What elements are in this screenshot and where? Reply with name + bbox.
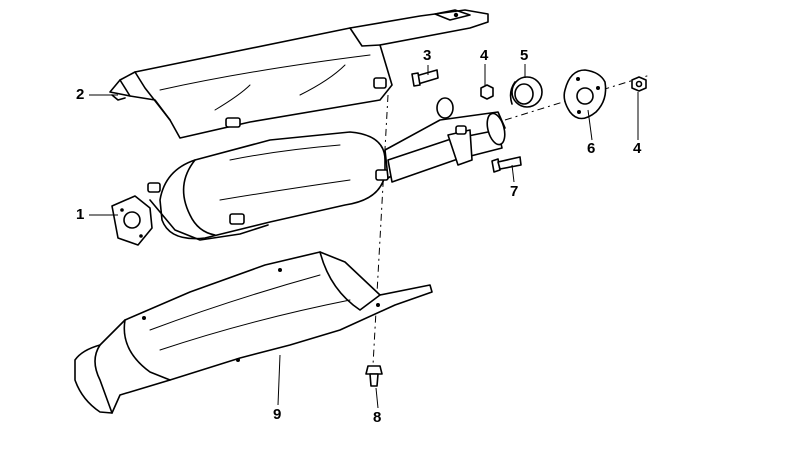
callout-8: 8 (373, 409, 382, 426)
vertical-axis-line (372, 94, 389, 366)
callout-3: 3 (423, 47, 432, 64)
upper-heat-shield (109, 9, 489, 139)
callout-9: 9 (273, 406, 282, 423)
bolt-part-7 (491, 156, 522, 173)
callout-6: 6 (587, 140, 596, 157)
callout-7: 7 (510, 183, 519, 200)
leader-lines (89, 64, 639, 409)
bolt-part-8 (365, 365, 383, 387)
rear-pipes (384, 97, 506, 183)
nut-part-4-right (631, 76, 647, 92)
nut-part-4-upper (480, 84, 494, 100)
leader-6 (587, 109, 593, 141)
front-flange (111, 195, 153, 246)
leader-7 (511, 164, 515, 183)
callout-4-right: 4 (633, 140, 642, 157)
bolt-part-3 (411, 69, 439, 87)
callout-4-upper: 4 (480, 47, 489, 64)
sealing-ring-part-5 (509, 76, 543, 108)
leader-8 (375, 387, 379, 409)
gasket-part-6 (563, 69, 607, 120)
callout-5: 5 (520, 47, 529, 64)
callout-2: 2 (76, 86, 85, 103)
axis-lines (372, 74, 651, 366)
catalytic-converter (111, 131, 389, 246)
lower-heat-shield (74, 251, 433, 414)
callout-1: 1 (76, 206, 85, 223)
leader-9 (277, 354, 281, 406)
